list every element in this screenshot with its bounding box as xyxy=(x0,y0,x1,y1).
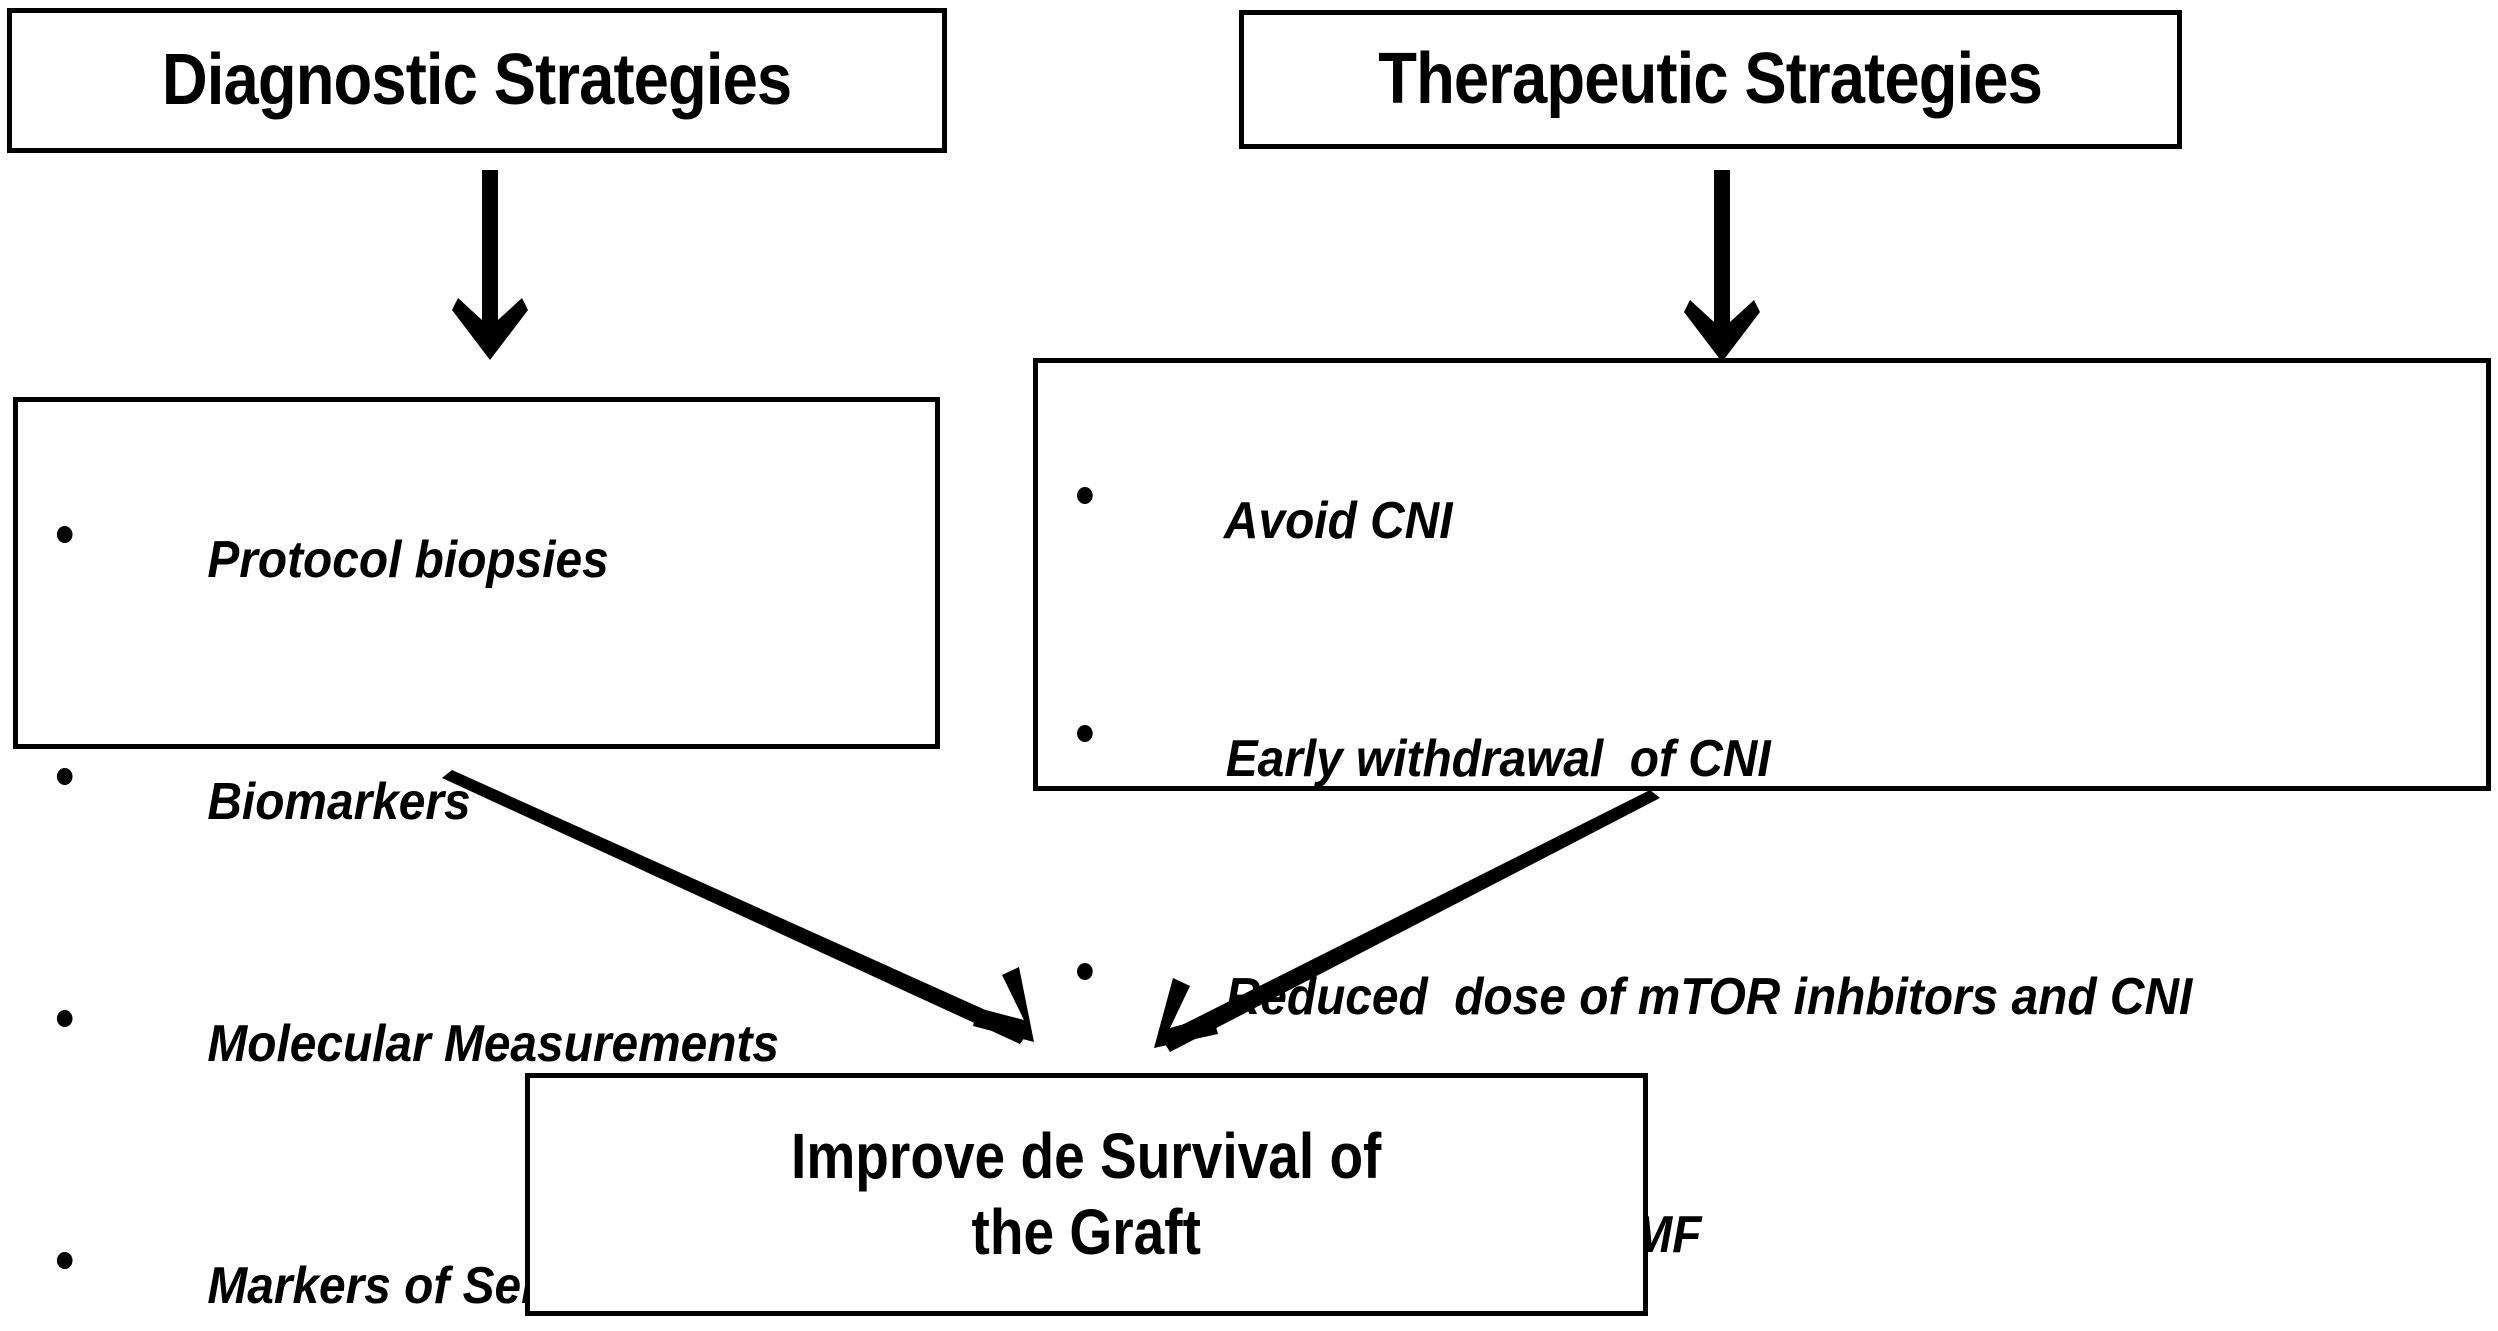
arrow-down-therapeutic-icon xyxy=(1684,170,1760,362)
bullet-dot-icon xyxy=(56,526,73,543)
therapeutic-strategies-title: Therapeutic Strategies xyxy=(1378,38,2044,119)
bullet-dot-icon xyxy=(56,1252,73,1269)
diagnostic-strategies-title: Diagnostic Strategies xyxy=(162,39,792,120)
list-item-label: Molecular Measurements xyxy=(207,1015,780,1073)
list-item: Avoid CNI xyxy=(1066,391,2372,599)
list-item: Biomarkers xyxy=(44,672,864,880)
outcome-line-2: the Graft xyxy=(971,1195,1202,1268)
bullet-dot-icon xyxy=(56,768,73,785)
list-item-label: Reduced dose of mTOR inhbitors and CNI xyxy=(1225,968,2193,1026)
arrow-down-diagnostic-icon xyxy=(452,170,528,360)
diagnostic-strategies-header-box: Diagnostic Strategies xyxy=(7,8,947,153)
list-item-label: Early withdrawal of CNI xyxy=(1225,730,1771,788)
diagnostic-strategies-list-box: Protocol biopsies Biomarkers Molecular M… xyxy=(13,397,940,1312)
list-item-label: Protocol biopsies xyxy=(207,531,609,589)
bullet-dot-icon xyxy=(1077,487,1093,504)
list-item-label: Avoid CNI xyxy=(1223,492,1453,550)
outcome-line-1: Improve de Survival of xyxy=(791,1119,1382,1192)
outcome-text: Improve de Survival of the Graft xyxy=(791,1119,1381,1270)
bullet-dot-icon xyxy=(56,1010,73,1027)
list-item: Early withdrawal of CNI xyxy=(1066,629,2372,837)
list-item: Protocol biopsies xyxy=(44,430,864,638)
arrow-therapeutic-to-outcome-icon xyxy=(1154,790,1660,1052)
arrow-diagnostic-to-outcome-icon xyxy=(442,770,1034,1044)
therapeutic-strategies-header-box: Therapeutic Strategies xyxy=(1239,10,2182,149)
list-item: Reduced dose of mTOR inhbitors and CNI xyxy=(1066,867,2372,1075)
bullet-dot-icon xyxy=(1077,725,1093,742)
outcome-box: Improve de Survival of the Graft xyxy=(525,1073,1648,1316)
list-item-label: Biomarkers xyxy=(207,773,471,831)
therapeutic-strategies-list-box: Avoid CNI Early withdrawal of CNI Reduce… xyxy=(1033,358,2491,1261)
list-item: Molecular Measurements xyxy=(44,914,864,1122)
bullet-dot-icon xyxy=(1077,963,1093,980)
